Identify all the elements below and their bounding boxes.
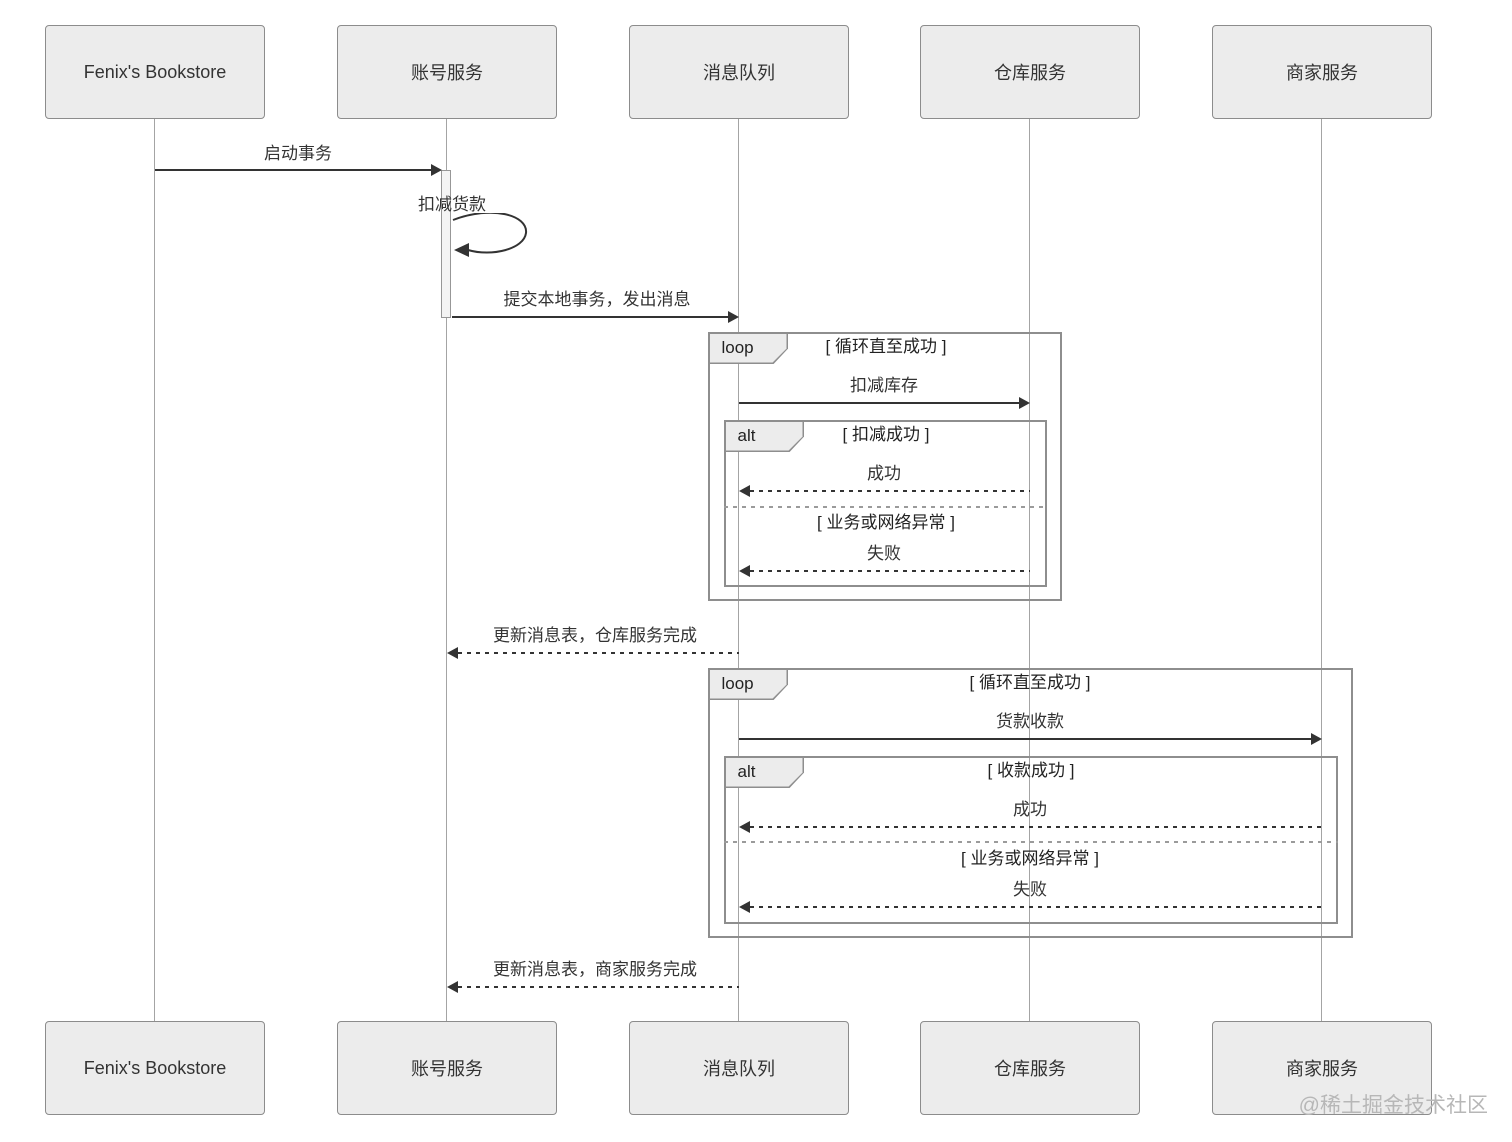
lifeline-merchant-service (1321, 119, 1322, 1022)
lifeline-account-service (446, 119, 447, 1022)
message-label-stock-fail: 失败 (867, 544, 901, 563)
fragment-operator-label: alt (737, 762, 756, 781)
fragment-warehouse-alt: alt (724, 420, 1047, 587)
guard-alt-merchant-success: [ 收款成功 ] (987, 761, 1075, 780)
participant-box-fenix-top: Fenix's Bookstore (45, 25, 265, 119)
message-label-collect-success: 成功 (1013, 800, 1047, 819)
guard-alt-warehouse-success: [ 扣减成功 ] (842, 425, 930, 444)
fragment-warehouse-loop: loop (708, 332, 1062, 601)
watermark-text: @稀土掘金技术社区 (1298, 1094, 1488, 1117)
participant-label: 仓库服务 (994, 63, 1066, 83)
participant-box-queue-bottom: 消息队列 (629, 1021, 849, 1115)
participant-label: 商家服务 (1286, 1059, 1358, 1079)
fragment-merchant-alt: alt (724, 756, 1338, 924)
alt-divider-merchant (724, 841, 1338, 843)
message-line-start-transaction (155, 169, 431, 171)
participant-label: 账号服务 (411, 1059, 483, 1079)
fragment-operator-tab: loop (708, 332, 788, 364)
message-label-collect-fail: 失败 (1013, 880, 1047, 899)
guard-alt-merchant-failure: [ 业务或网络异常 ] (961, 849, 1099, 868)
fragment-operator-tab: loop (708, 668, 788, 700)
participant-label: 仓库服务 (994, 1059, 1066, 1079)
message-label-commit-local-transaction: 提交本地事务，发出消息 (503, 290, 691, 309)
participant-box-account-top: 账号服务 (337, 25, 557, 119)
fragment-operator-label: loop (721, 674, 754, 693)
arrowhead-left-icon (447, 981, 458, 993)
guard-loop-warehouse: [ 循环直至成功 ] (825, 337, 947, 356)
participant-box-fenix-bottom: Fenix's Bookstore (45, 1021, 265, 1115)
participant-label: 账号服务 (411, 63, 483, 83)
self-message-loop-arrow (452, 213, 528, 257)
fragment-operator-label: loop (721, 338, 754, 357)
message-line-deduct-stock (739, 402, 1019, 404)
arrowhead-left-icon (739, 821, 750, 833)
alt-divider-warehouse (724, 506, 1047, 508)
participant-box-merchant-bottom: 商家服务 (1212, 1021, 1432, 1115)
participant-box-warehouse-bottom: 仓库服务 (920, 1021, 1140, 1115)
message-label-collect-payment: 货款收款 (996, 712, 1064, 731)
activation-bar-account-service (441, 170, 451, 318)
arrowhead-left-icon (739, 565, 750, 577)
guard-loop-merchant: [ 循环直至成功 ] (969, 673, 1091, 692)
participant-label: Fenix's Bookstore (83, 61, 227, 82)
message-line-update-message-merchant (458, 986, 739, 988)
message-line-collect-success (750, 826, 1322, 828)
fragment-operator-tab: alt (724, 756, 804, 788)
lifeline-message-queue (738, 119, 739, 1022)
participant-box-account-bottom: 账号服务 (337, 1021, 557, 1115)
guard-alt-warehouse-failure: [ 业务或网络异常 ] (817, 513, 955, 532)
participant-box-warehouse-top: 仓库服务 (920, 25, 1140, 119)
arrowhead-left-icon (739, 901, 750, 913)
participant-label: Fenix's Bookstore (83, 1057, 227, 1078)
lifeline-fenix-bookstore (154, 119, 155, 1022)
message-label-update-message-warehouse: 更新消息表，仓库服务完成 (493, 626, 697, 645)
fragment-operator-tab: alt (724, 420, 804, 452)
message-line-stock-success (750, 490, 1030, 492)
arrowhead-right-icon (1311, 733, 1322, 745)
participant-box-queue-top: 消息队列 (629, 25, 849, 119)
fragment-merchant-loop: loop (708, 668, 1353, 938)
participant-label: 消息队列 (703, 1059, 775, 1079)
arrowhead-left-icon (739, 485, 750, 497)
message-line-stock-fail (750, 570, 1030, 572)
message-line-collect-fail (750, 906, 1322, 908)
arrowhead-left-icon (454, 243, 469, 257)
participant-label: 消息队列 (703, 63, 775, 83)
message-line-commit-local-transaction (452, 316, 728, 318)
arrowhead-left-icon (447, 647, 458, 659)
participant-box-merchant-top: 商家服务 (1212, 25, 1432, 119)
arrowhead-right-icon (728, 311, 739, 323)
message-label-stock-success: 成功 (867, 464, 901, 483)
arrowhead-right-icon (431, 164, 442, 176)
message-label-deduct-stock: 扣减库存 (850, 376, 918, 395)
fragment-operator-label: alt (737, 426, 756, 445)
message-line-update-message-warehouse (458, 652, 739, 654)
message-line-collect-payment (739, 738, 1311, 740)
arrowhead-right-icon (1019, 397, 1030, 409)
message-label-update-message-merchant: 更新消息表，商家服务完成 (493, 960, 697, 979)
participant-label: 商家服务 (1286, 63, 1358, 83)
message-label-deduct-payment: 扣减货款 (418, 195, 486, 214)
message-label-start-transaction: 启动事务 (264, 144, 332, 163)
